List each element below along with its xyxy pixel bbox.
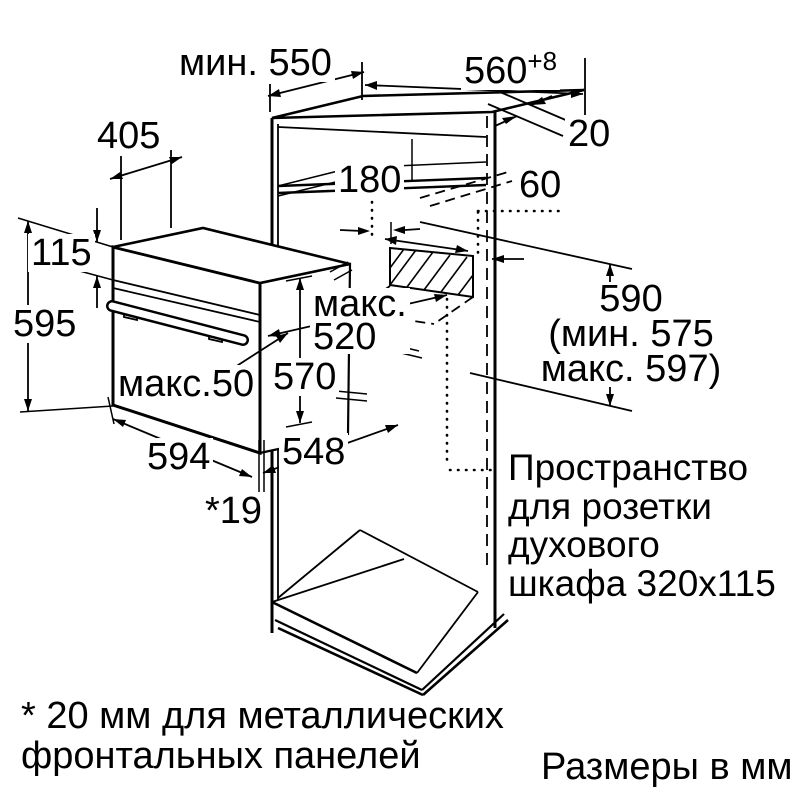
dotted-leaders [370, 200, 564, 472]
arrowheads [24, 71, 614, 477]
dim-60-label: 60 [516, 166, 565, 204]
dim-19-label: *19 [202, 492, 266, 530]
dim-560-tolerance: +8 [527, 46, 558, 76]
dim-595-label: 595 [10, 305, 80, 343]
dim-594-label: 594 [144, 438, 214, 476]
dim-180-label: 180 [335, 161, 405, 199]
footnote: * 20 мм для металлических фронтальных па… [18, 696, 507, 776]
dim-max520-line1: макс. [313, 283, 407, 325]
socket-note-line1: Пространство [508, 447, 749, 488]
dim-max520-label: макс. 520 [310, 283, 410, 358]
dim-20-label: 20 [565, 115, 614, 153]
dim-570-label: 570 [270, 358, 340, 396]
dim-590-max: макс. 597) [540, 348, 722, 390]
dim-548-label: 548 [279, 433, 349, 471]
dim-max50-label: макс.50 [115, 365, 258, 403]
socket-note-line3: духового [508, 524, 660, 565]
dim-405-label: 405 [94, 117, 164, 155]
dim-590-min: (мин. 575 [548, 313, 714, 355]
footnote-line2: фронтальных панелей [21, 735, 421, 777]
dim-min550-label: мин. 550 [176, 44, 335, 82]
socket-note-line4: шкафа 320x115 [508, 562, 776, 604]
socket-space-hatch [351, 246, 474, 325]
dim-max520-line2: 520 [313, 316, 377, 358]
socket-space-note: Пространство для розетки духового шкафа … [505, 447, 779, 604]
dim-560-value: 560 [464, 50, 528, 92]
dim-115-label: 115 [28, 234, 95, 272]
dim-560-label: 560+8 [461, 46, 561, 92]
dim-590-label: 590 (мин. 575 макс. 597) [536, 278, 726, 390]
units-note: Размеры в мм [538, 748, 796, 786]
dim-590-main: 590 [599, 278, 663, 320]
socket-note-line2: для розетки [508, 485, 712, 527]
cabinet-outline [270, 88, 585, 697]
footnote-line1: * 20 мм для металлических [21, 695, 504, 737]
